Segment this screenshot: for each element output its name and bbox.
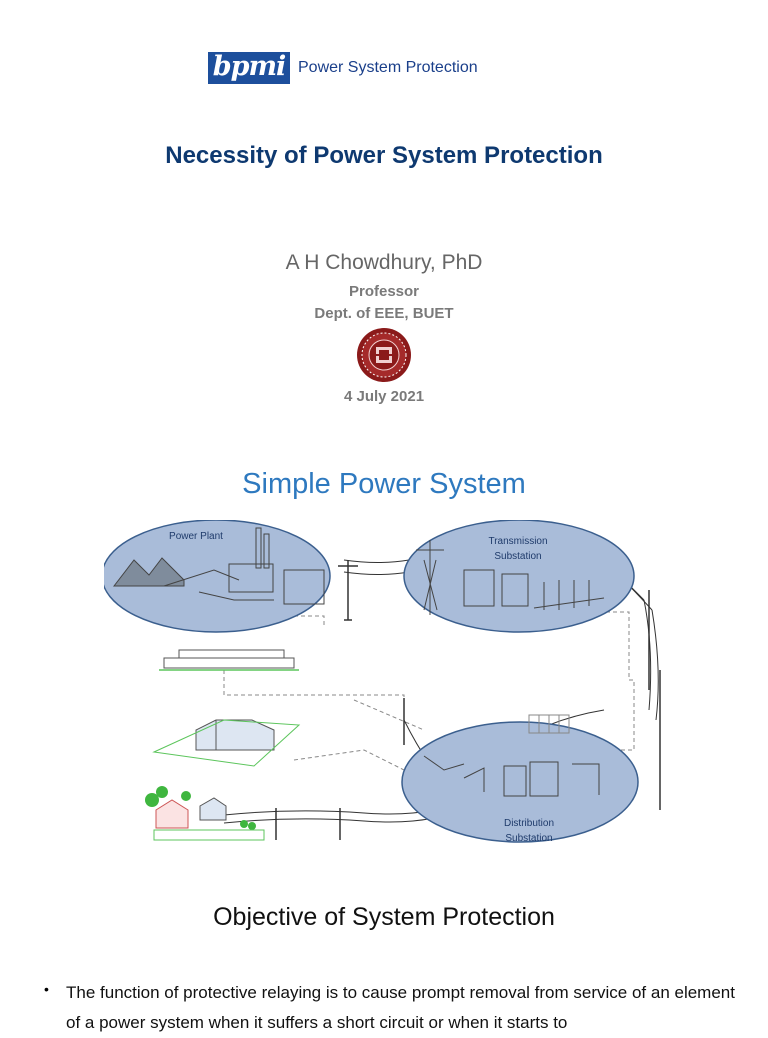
section-heading-objective: Objective of System Protection	[213, 903, 555, 931]
label-power-plant: Power Plant	[169, 531, 223, 542]
course-name: Power System Protection	[298, 59, 478, 76]
section-heading-simple-power-system: Simple Power System	[242, 468, 526, 500]
buet-seal-icon	[357, 328, 411, 382]
power-system-diagram: Power Plant Transmission Substation Dist…	[104, 520, 661, 844]
author-name: A H Chowdhury, PhD	[285, 251, 483, 274]
author-dept: Dept. of EEE, BUET	[314, 305, 454, 322]
label-distribution-1: Distribution	[504, 818, 554, 829]
bullet-icon: •	[44, 981, 49, 997]
label-transmission-2: Substation	[494, 551, 541, 562]
page-title: Necessity of Power System Protection	[165, 142, 603, 169]
label-transmission-1: Transmission	[488, 536, 547, 547]
label-distribution-2: Substation	[505, 833, 552, 844]
bpmi-logo: bpmi	[208, 52, 290, 84]
author-role: Professor	[348, 283, 420, 300]
presentation-date: 4 July 2021	[343, 388, 425, 405]
objective-bullet-text: The function of protective relaying is t…	[66, 983, 735, 1032]
